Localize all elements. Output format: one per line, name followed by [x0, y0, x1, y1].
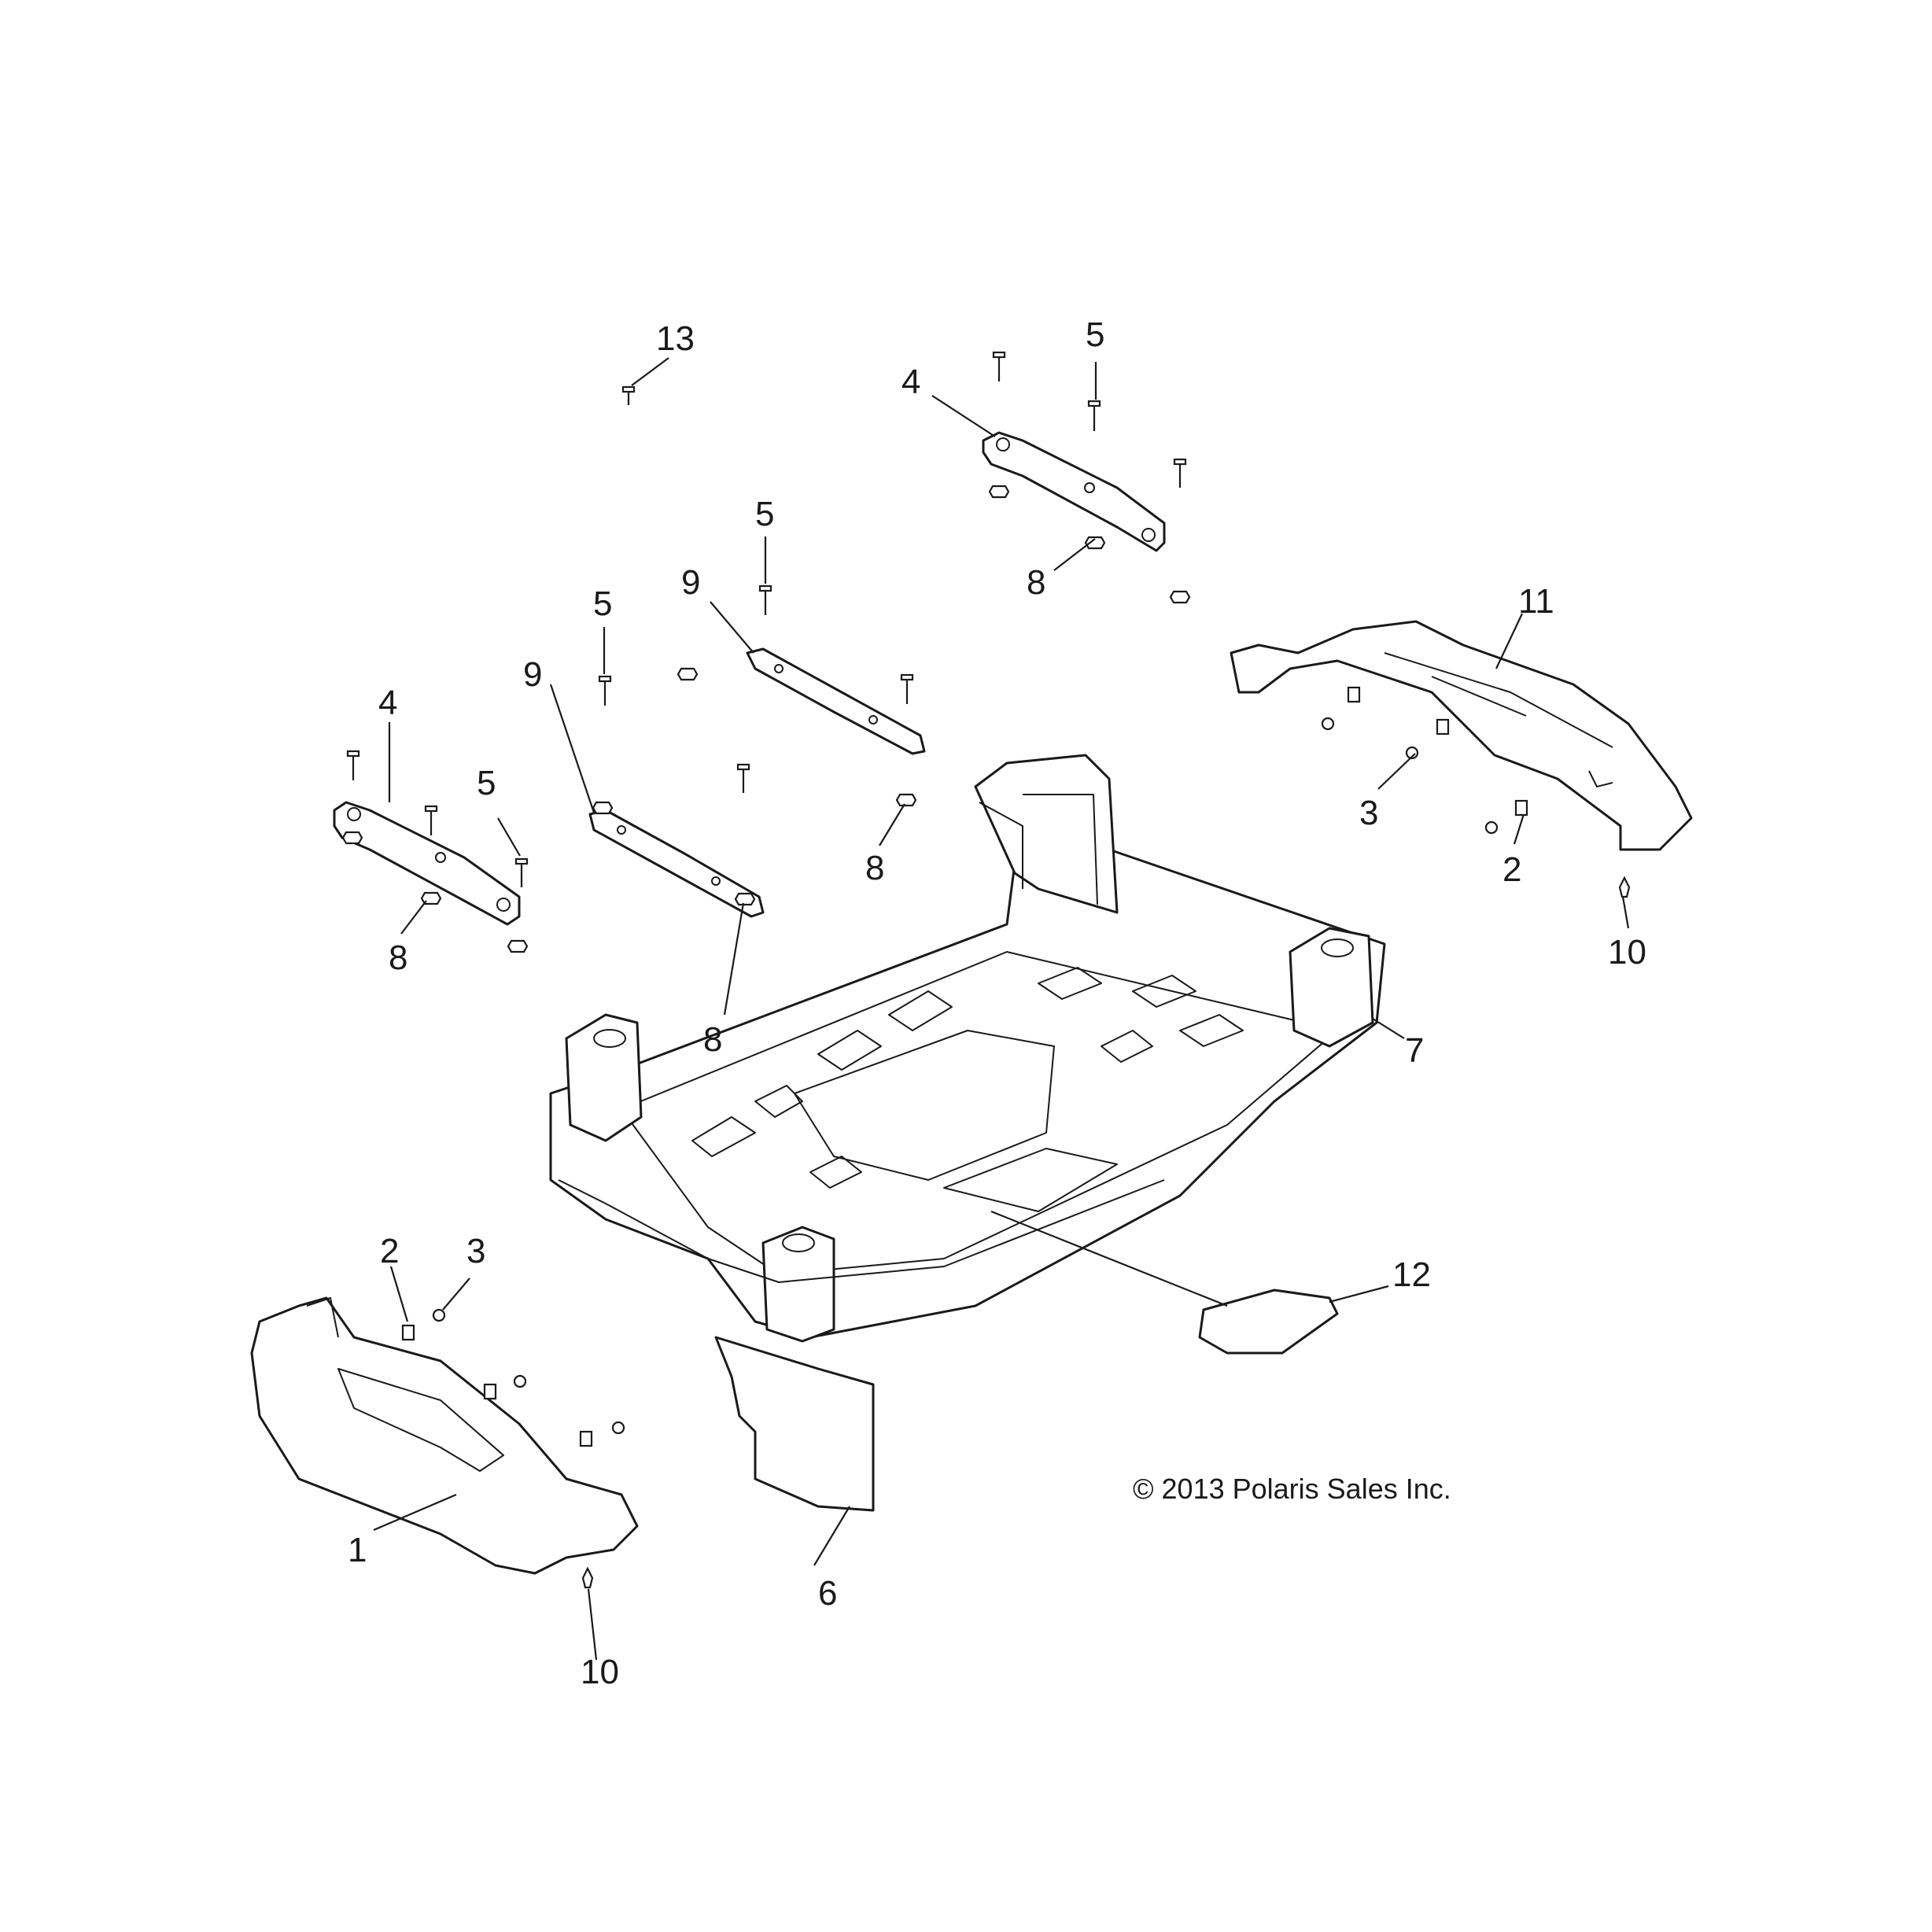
callout-5: 5 — [477, 764, 496, 802]
callout-labels: 13 5 4 8 5 9 5 9 4 5 8 8 8 11 3 2 10 7 2… — [348, 315, 1646, 1691]
screw-6 — [598, 675, 612, 706]
bracket-part-9-upper — [746, 647, 926, 755]
rail-part-4-lower — [333, 801, 521, 926]
callout-8: 8 — [1027, 563, 1045, 602]
callout-6: 6 — [818, 1574, 837, 1613]
callout-12: 12 — [1392, 1255, 1431, 1294]
rear-cover-part-11 — [1230, 620, 1693, 851]
screw-8 — [346, 750, 360, 780]
bracket-part-9-lower — [588, 809, 765, 918]
front-cover-part-1 — [250, 1296, 639, 1575]
copyright-notice: © 2013 Polaris Sales Inc. — [1133, 1473, 1451, 1505]
rail-part-4-upper — [982, 431, 1166, 552]
callout-10: 10 — [581, 1653, 619, 1691]
callout-7: 7 — [1405, 1031, 1424, 1070]
clip-hardware — [401, 686, 1528, 1447]
screw-7 — [736, 763, 750, 793]
callout-3: 3 — [1359, 794, 1378, 832]
pad-part-12 — [1198, 1289, 1339, 1355]
callout-8: 8 — [865, 849, 884, 887]
callout-9: 9 — [523, 655, 542, 694]
callout-4: 4 — [378, 684, 397, 722]
callout-5: 5 — [1086, 315, 1104, 354]
callout-4: 4 — [901, 363, 920, 401]
leader-lines — [373, 357, 1630, 1661]
callout-9: 9 — [681, 563, 700, 602]
screw-2 — [1087, 400, 1101, 431]
callout-5: 5 — [593, 584, 612, 623]
screw-3 — [1173, 458, 1187, 488]
screw-10 — [514, 857, 529, 887]
screw-9 — [424, 805, 438, 835]
callout-8: 8 — [703, 1020, 722, 1059]
fastener-hardware — [432, 717, 1631, 1589]
callout-3: 3 — [466, 1232, 485, 1270]
callout-11: 11 — [1518, 582, 1554, 621]
screw-4 — [758, 584, 772, 615]
screw-13 — [621, 385, 636, 405]
screw-1 — [992, 351, 1006, 382]
callout-5: 5 — [755, 495, 774, 533]
callout-13: 13 — [656, 319, 695, 358]
nut-hardware — [341, 485, 1191, 953]
screw-hardware — [346, 351, 1187, 887]
callout-2: 2 — [380, 1232, 399, 1270]
screw-5 — [900, 673, 914, 704]
callout-2: 2 — [1502, 850, 1521, 889]
side-panel-part-6 — [714, 1336, 875, 1512]
callout-8: 8 — [389, 938, 407, 977]
cargo-box-part-7 — [549, 754, 1386, 1343]
callout-1: 1 — [348, 1531, 367, 1569]
callout-10: 10 — [1608, 933, 1646, 972]
